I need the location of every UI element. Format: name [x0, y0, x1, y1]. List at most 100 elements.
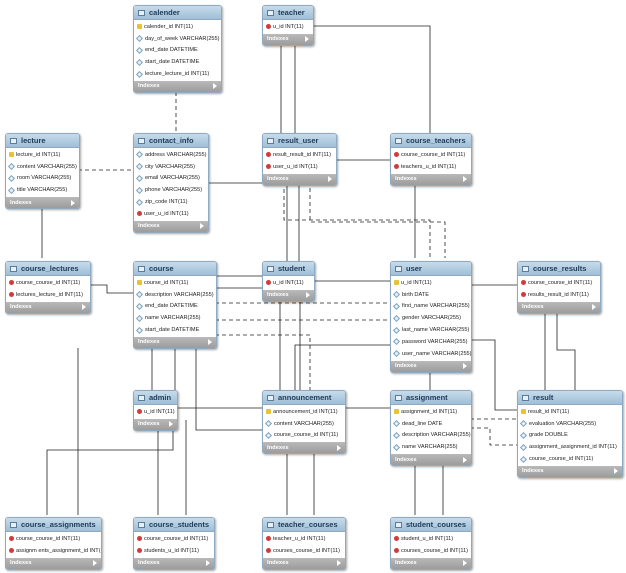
table-header[interactable]: assignment: [391, 391, 471, 405]
column-row[interactable]: teachers_u_id INT(11): [391, 161, 471, 173]
indexes-bar[interactable]: Indexes: [518, 301, 600, 313]
indexes-bar[interactable]: Indexes: [134, 220, 208, 232]
column-row[interactable]: lecture_id INT(11): [6, 149, 79, 161]
expand-arrow-icon[interactable]: [463, 176, 467, 183]
indexes-bar[interactable]: Indexes: [6, 197, 79, 209]
expand-arrow-icon[interactable]: [213, 83, 217, 90]
indexes-bar[interactable]: Indexes: [391, 360, 471, 372]
column-row[interactable]: end_date DATETIME: [134, 301, 216, 313]
column-row[interactable]: lectures_lecture_id INT(11): [6, 289, 90, 301]
column-row[interactable]: assignment_id INT(11): [391, 406, 471, 418]
column-row[interactable]: result_id INT(11): [518, 406, 622, 418]
column-row[interactable]: description VARCHAR(255): [391, 430, 471, 442]
column-row[interactable]: result_result_id INT(11): [263, 149, 336, 161]
indexes-bar[interactable]: Indexes: [263, 289, 314, 301]
table-header[interactable]: teacher: [263, 6, 313, 20]
column-row[interactable]: start_date DATETIME: [134, 324, 216, 336]
table-header[interactable]: user: [391, 262, 471, 276]
indexes-bar[interactable]: Indexes: [263, 173, 336, 185]
column-row[interactable]: name VARCHAR(255): [391, 441, 471, 453]
column-row[interactable]: teacher_u_id INT(11): [263, 533, 345, 545]
expand-arrow-icon[interactable]: [200, 223, 204, 230]
column-row[interactable]: courses_course_id INT(11): [391, 545, 471, 557]
column-row[interactable]: course_id INT(11): [134, 277, 216, 289]
indexes-bar[interactable]: Indexes: [134, 557, 214, 569]
column-row[interactable]: city VARCHAR(255): [134, 161, 208, 173]
table-header[interactable]: course_students: [134, 518, 214, 532]
table-header[interactable]: contact_info: [134, 134, 208, 148]
column-row[interactable]: password VARCHAR(255): [391, 336, 471, 348]
column-row[interactable]: course_course_id INT(11): [6, 533, 101, 545]
indexes-bar[interactable]: Indexes: [134, 80, 221, 92]
column-row[interactable]: assignment_assignment_id INT(11): [518, 441, 622, 453]
table-header[interactable]: announcement: [263, 391, 345, 405]
column-row[interactable]: user_name VARCHAR(255): [391, 348, 471, 360]
column-row[interactable]: course_course_id INT(11): [263, 430, 345, 442]
column-row[interactable]: students_u_id INT(11): [134, 545, 214, 557]
column-row[interactable]: birth DATE: [391, 289, 471, 301]
table-header[interactable]: course_teachers: [391, 134, 471, 148]
expand-arrow-icon[interactable]: [208, 339, 212, 346]
table-header[interactable]: lecture: [6, 134, 79, 148]
column-row[interactable]: grade DOUBLE: [518, 430, 622, 442]
indexes-bar[interactable]: Indexes: [391, 173, 471, 185]
expand-arrow-icon[interactable]: [463, 456, 467, 463]
indexes-bar[interactable]: Indexes: [6, 301, 90, 313]
indexes-bar[interactable]: Indexes: [6, 557, 101, 569]
table-header[interactable]: result_user: [263, 134, 336, 148]
column-row[interactable]: student_u_id INT(11): [391, 533, 471, 545]
indexes-bar[interactable]: Indexes: [391, 454, 471, 466]
column-row[interactable]: last_name VARCHAR(255): [391, 324, 471, 336]
expand-arrow-icon[interactable]: [82, 304, 86, 311]
column-row[interactable]: lecture_lecture_id INT(11): [134, 68, 221, 80]
column-row[interactable]: email VARCHAR(255): [134, 173, 208, 185]
column-row[interactable]: u_id INT(11): [263, 21, 313, 33]
expand-arrow-icon[interactable]: [306, 292, 310, 299]
column-row[interactable]: assignm ents_assignment_id INT(11): [6, 545, 101, 557]
indexes-bar[interactable]: Indexes: [134, 418, 177, 430]
expand-arrow-icon[interactable]: [614, 468, 618, 475]
column-row[interactable]: course_course_id INT(11): [518, 453, 622, 465]
expand-arrow-icon[interactable]: [337, 560, 341, 567]
column-row[interactable]: zip_code INT(11): [134, 196, 208, 208]
column-row[interactable]: announcement_id INT(11): [263, 406, 345, 418]
table-header[interactable]: course_lectures: [6, 262, 90, 276]
column-row[interactable]: dead_line DATE: [391, 418, 471, 430]
column-row[interactable]: user_u_id INT(11): [134, 208, 208, 220]
table-header[interactable]: student_courses: [391, 518, 471, 532]
column-row[interactable]: u_id INT(11): [134, 406, 177, 418]
expand-arrow-icon[interactable]: [169, 421, 173, 428]
column-row[interactable]: content VARCHAR(255): [6, 161, 79, 173]
column-row[interactable]: course_course_id INT(11): [6, 277, 90, 289]
column-row[interactable]: user_u_id INT(11): [263, 161, 336, 173]
indexes-bar[interactable]: Indexes: [518, 465, 622, 477]
column-row[interactable]: course_course_id INT(11): [391, 149, 471, 161]
column-row[interactable]: gender VARCHAR(255): [391, 312, 471, 324]
column-row[interactable]: address VARCHAR(255): [134, 149, 208, 161]
table-header[interactable]: admin: [134, 391, 177, 405]
table-header[interactable]: course_assignments: [6, 518, 101, 532]
column-row[interactable]: evaluation VARCHAR(255): [518, 418, 622, 430]
column-row[interactable]: room VARCHAR(255): [6, 173, 79, 185]
expand-arrow-icon[interactable]: [592, 304, 596, 311]
table-header[interactable]: teacher_courses: [263, 518, 345, 532]
expand-arrow-icon[interactable]: [337, 444, 341, 451]
expand-arrow-icon[interactable]: [305, 36, 309, 43]
expand-arrow-icon[interactable]: [463, 363, 467, 370]
table-header[interactable]: course_results: [518, 262, 600, 276]
column-row[interactable]: phone VARCHAR(255): [134, 184, 208, 196]
